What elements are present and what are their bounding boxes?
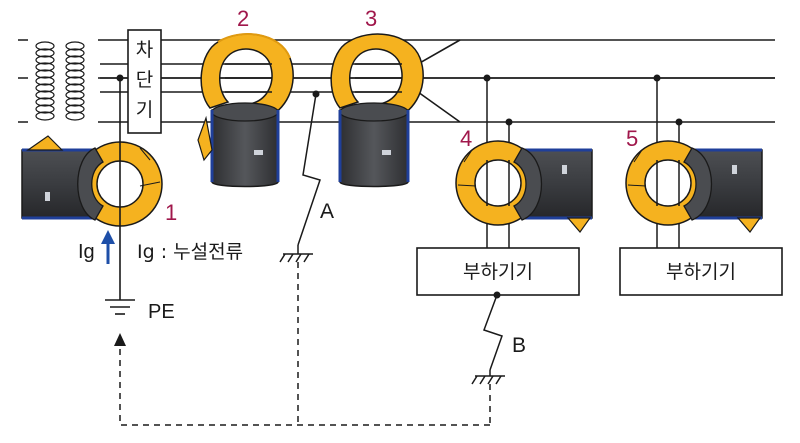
lightning-fault-icon (297, 93, 321, 246)
ig-caption: Ig : 누설전류 (137, 241, 243, 263)
transformer-coils-icon (28, 38, 98, 128)
clamp-meter-icon (455, 140, 593, 233)
load-1-wires-through (486, 160, 510, 206)
clamp-meter-icon (21, 135, 163, 227)
fault-a-branch (279, 90, 321, 263)
breaker-label-2: 단 (136, 69, 153, 91)
load-box-1: 부하기기 (416, 247, 580, 296)
ig-symbol: Ig (78, 241, 95, 263)
fault-a-label: A (320, 200, 334, 223)
breaker-label-3: 기 (136, 99, 153, 121)
load-label-2: 부하기기 (666, 261, 736, 283)
load-box-2: 부하기기 (619, 247, 783, 296)
dashed-return-path (119, 262, 491, 426)
conductors-over-clamps (225, 63, 402, 93)
clamp-number-2: 2 (237, 6, 249, 31)
load-label-1: 부하기기 (463, 261, 533, 283)
lightning-fault-icon (483, 294, 503, 371)
clamp-number-3: 3 (365, 6, 377, 31)
fault-b-branch (471, 291, 505, 385)
clamp-meter-icon (197, 33, 294, 188)
clamp-number-1: 1 (165, 200, 177, 225)
clamp-number-4: 4 (460, 126, 472, 151)
fault-b-label: B (512, 334, 526, 357)
clamp-meter-icon (330, 33, 424, 188)
pe-wire (105, 78, 135, 315)
return-arrow-head (114, 333, 126, 346)
load-2-wires-through (656, 160, 680, 206)
breaker-label-1: 차 (136, 39, 153, 61)
breaker-box: 차 단 기 (127, 29, 162, 134)
clamp-meter-icon (625, 140, 763, 233)
breaker-input-wires (100, 63, 128, 93)
ig-arrow (101, 230, 115, 264)
pe-label: PE (148, 301, 175, 323)
clamp-number-5: 5 (626, 126, 638, 151)
